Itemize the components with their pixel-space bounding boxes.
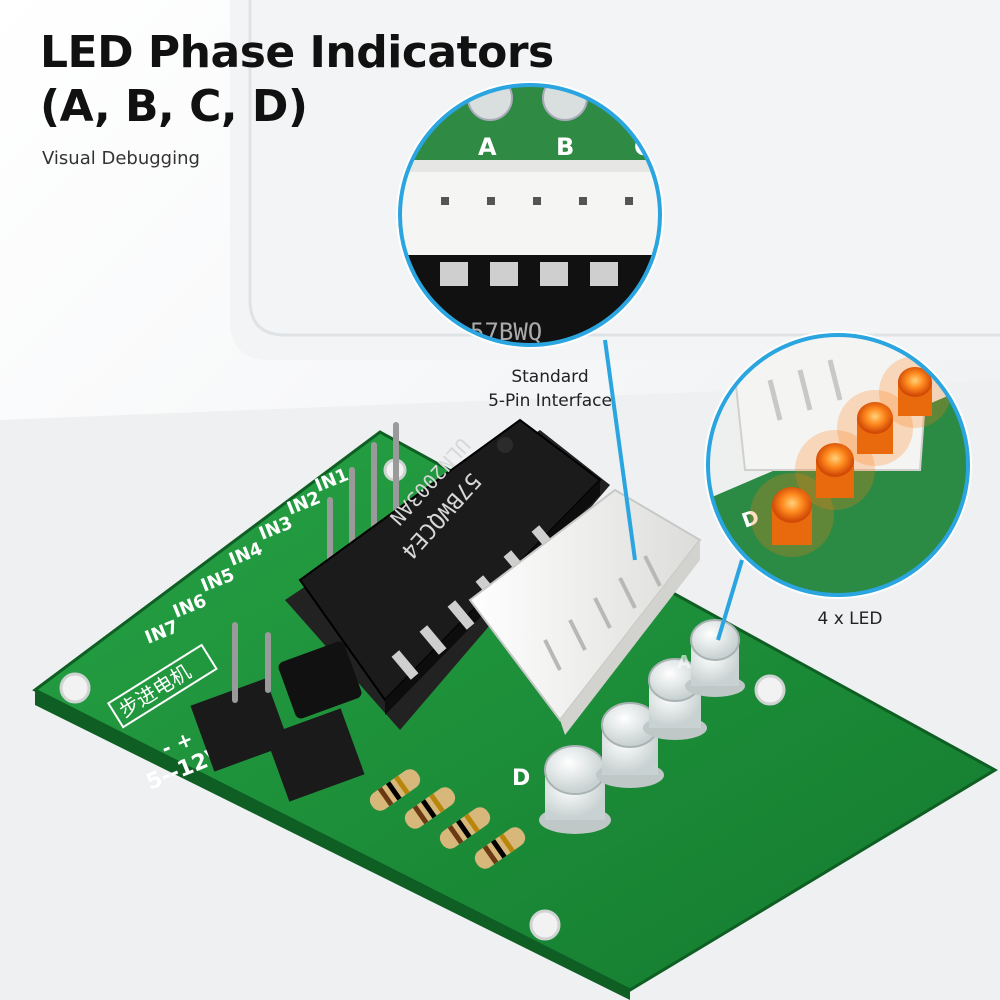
subtitle: Visual Debugging [42,148,200,169]
zoom-circle-leds: D [704,331,972,599]
zoom-phase-label-d: D [739,504,763,532]
led [539,745,611,834]
mounting-hole [59,672,91,704]
glowing-led [795,430,875,510]
led [596,702,664,788]
resistor [404,787,456,829]
power-header [190,678,290,772]
led-phase-label-d: D [512,766,530,791]
jumper-cap [278,641,362,719]
resistor [369,769,421,811]
interface-callout-label: Standard 5-Pin Interface [470,365,630,413]
resistors [369,769,526,869]
callout-line-interface [603,339,637,561]
led [685,619,745,697]
zoom-circle-interface: A B C 57BWQ [396,81,664,349]
board-leds [539,619,745,834]
led-phase-label-a: A [677,652,691,673]
glowing-led [750,473,834,557]
zoom-phase-label-a: A [478,133,497,161]
glowing-led [837,390,913,466]
title-line-2: (A, B, C, D) [40,81,308,132]
callout-line-leds [716,559,744,641]
mounting-hole [529,909,561,941]
resistor [439,807,491,849]
led [643,658,707,740]
title-line-1: LED Phase Indicators [40,27,554,78]
jumper-header [265,708,365,802]
mounting-hole [754,674,786,706]
resistor [474,827,526,869]
interface-callout-line-2: 5-Pin Interface [488,391,612,411]
leds-callout-label: 4 x LED [817,609,883,629]
interface-callout-line-1: Standard [511,367,589,387]
page-title: LED Phase Indicators (A, B, C, D) [40,26,554,134]
input-header-pins [327,422,399,563]
zoom-phase-label-b: B [556,133,574,161]
